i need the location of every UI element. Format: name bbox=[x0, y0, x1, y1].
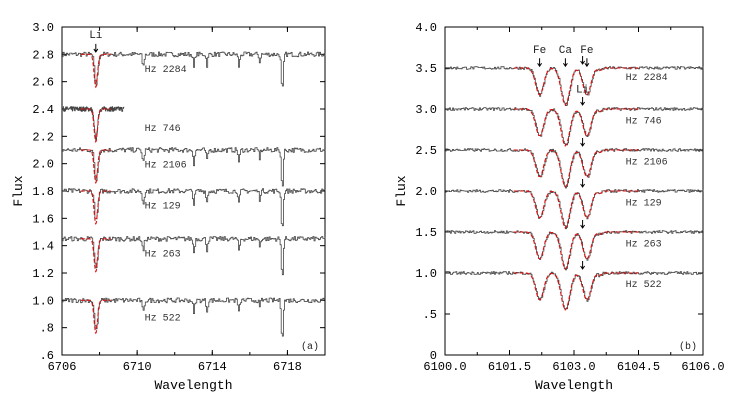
series-label: Hz 522 bbox=[626, 280, 662, 291]
model-fit-curve bbox=[513, 67, 639, 106]
panel-label: (a) bbox=[301, 341, 319, 353]
y-tick-label: 1.6 bbox=[32, 212, 54, 226]
panel-a-chart: 6706 6710 6714 6718 .6 .8 1.0 1.2 1.4 1.6 1.8 2.0 2.… bbox=[11, 21, 326, 393]
spectrum-series bbox=[445, 66, 704, 106]
model-fit-curve bbox=[80, 238, 111, 273]
line-marker-arrow bbox=[537, 58, 543, 68]
y-tick-label: 3.0 bbox=[32, 21, 54, 35]
y-tick-label: .6 bbox=[40, 349, 54, 363]
y-tick-label: 4.0 bbox=[415, 21, 437, 35]
spectrum-series bbox=[445, 148, 704, 189]
spectrum-series bbox=[61, 106, 125, 141]
line-annotation: Li bbox=[89, 30, 103, 42]
spectrum-series bbox=[62, 147, 326, 187]
x-tick-label: 6714 bbox=[198, 360, 227, 374]
y-tick-label: 2.8 bbox=[32, 48, 54, 62]
series-label: Hz 263 bbox=[145, 250, 181, 261]
series-label: Hz 263 bbox=[626, 240, 662, 251]
y-tick-label: 1.4 bbox=[32, 240, 54, 254]
spectrum-series bbox=[445, 189, 704, 230]
x-axis-title: Wavelength bbox=[535, 378, 613, 393]
spectrum-series bbox=[445, 271, 704, 310]
series-label: Hz 746 bbox=[145, 124, 181, 135]
y-axis-title: Flux bbox=[394, 175, 409, 206]
x-tick-label: 6100.0 bbox=[423, 360, 466, 374]
line-marker-arrow bbox=[93, 43, 99, 53]
model-fit-curve bbox=[513, 272, 639, 311]
y-tick-label: .5 bbox=[423, 308, 437, 322]
model-fit-curve bbox=[80, 190, 111, 226]
spectrum-series bbox=[62, 188, 326, 227]
series-label: Hz 2284 bbox=[145, 65, 187, 76]
spectrum-series bbox=[62, 236, 326, 276]
y-tick-label: 2.4 bbox=[32, 103, 54, 117]
model-fit-curve bbox=[513, 108, 639, 147]
series-label: Hz 2284 bbox=[626, 73, 668, 84]
y-tick-label: 3.5 bbox=[415, 62, 437, 76]
line-marker-arrow bbox=[562, 58, 568, 68]
x-tick-label: 6710 bbox=[123, 360, 152, 374]
y-tick-label: 1.0 bbox=[415, 267, 437, 281]
y-tick-label: 1.0 bbox=[32, 294, 54, 308]
series-label: Hz 2106 bbox=[145, 161, 187, 172]
spectrum-series bbox=[62, 297, 326, 337]
series-label: Hz 129 bbox=[626, 199, 662, 210]
line-annotation: Fe bbox=[533, 45, 546, 57]
x-tick-label: 6104.5 bbox=[617, 360, 660, 374]
y-axis-title: Flux bbox=[11, 175, 26, 206]
x-tick-label: 6103.0 bbox=[552, 360, 595, 374]
line-annotation: Fe bbox=[580, 45, 593, 57]
y-tick-label: .8 bbox=[40, 322, 54, 336]
x-axis-title: Wavelength bbox=[154, 378, 232, 393]
y-tick-label: 2.6 bbox=[32, 76, 54, 90]
series-label: Hz 522 bbox=[145, 314, 181, 325]
series-label: Hz 129 bbox=[145, 202, 181, 213]
x-tick-label: 6106.0 bbox=[681, 360, 724, 374]
y-tick-label: 1.2 bbox=[32, 267, 54, 281]
series-label: Hz 2106 bbox=[626, 158, 668, 169]
spectrum-series bbox=[62, 51, 326, 87]
li-arrow-marker bbox=[580, 261, 586, 270]
li-arrow-marker bbox=[580, 56, 586, 65]
model-fit-curve bbox=[513, 231, 639, 270]
y-tick-label: 2.0 bbox=[32, 158, 54, 172]
panel-b-chart: 6100.0 6101.5 6103.0 6104.5 6106.0 0 .5 1.0 1.5 2… bbox=[394, 21, 725, 393]
spectrum-series bbox=[445, 230, 704, 271]
y-tick-label: 3.0 bbox=[415, 103, 437, 117]
series-label: Hz 746 bbox=[626, 117, 662, 128]
line-annotation: Ca bbox=[559, 45, 573, 57]
y-tick-label: 2.5 bbox=[415, 144, 437, 158]
li-arrow-marker bbox=[580, 220, 586, 229]
line-annotation: Li bbox=[576, 85, 590, 97]
li-arrow-marker bbox=[580, 97, 586, 106]
model-fit-curve bbox=[80, 108, 111, 144]
spectrum-series bbox=[445, 107, 704, 146]
model-fit-curve bbox=[80, 299, 111, 335]
li-arrow-marker bbox=[580, 138, 586, 147]
panel-label: (b) bbox=[679, 341, 697, 353]
y-tick-label: 2.0 bbox=[415, 185, 437, 199]
y-tick-label: 2.2 bbox=[32, 130, 54, 144]
li-arrow-marker bbox=[580, 179, 586, 188]
line-marker-arrow bbox=[584, 58, 590, 68]
y-tick-label: 1.8 bbox=[32, 185, 54, 199]
model-fit-curve bbox=[80, 149, 111, 185]
x-tick-label: 6718 bbox=[273, 360, 302, 374]
x-tick-label: 6101.5 bbox=[488, 360, 531, 374]
y-tick-label: 0 bbox=[430, 349, 437, 363]
model-fit-curve bbox=[513, 190, 639, 229]
x-tick-label: 6706 bbox=[48, 360, 77, 374]
y-tick-label: 1.5 bbox=[415, 226, 437, 240]
model-fit-curve bbox=[80, 53, 111, 89]
model-fit-curve bbox=[513, 149, 639, 188]
